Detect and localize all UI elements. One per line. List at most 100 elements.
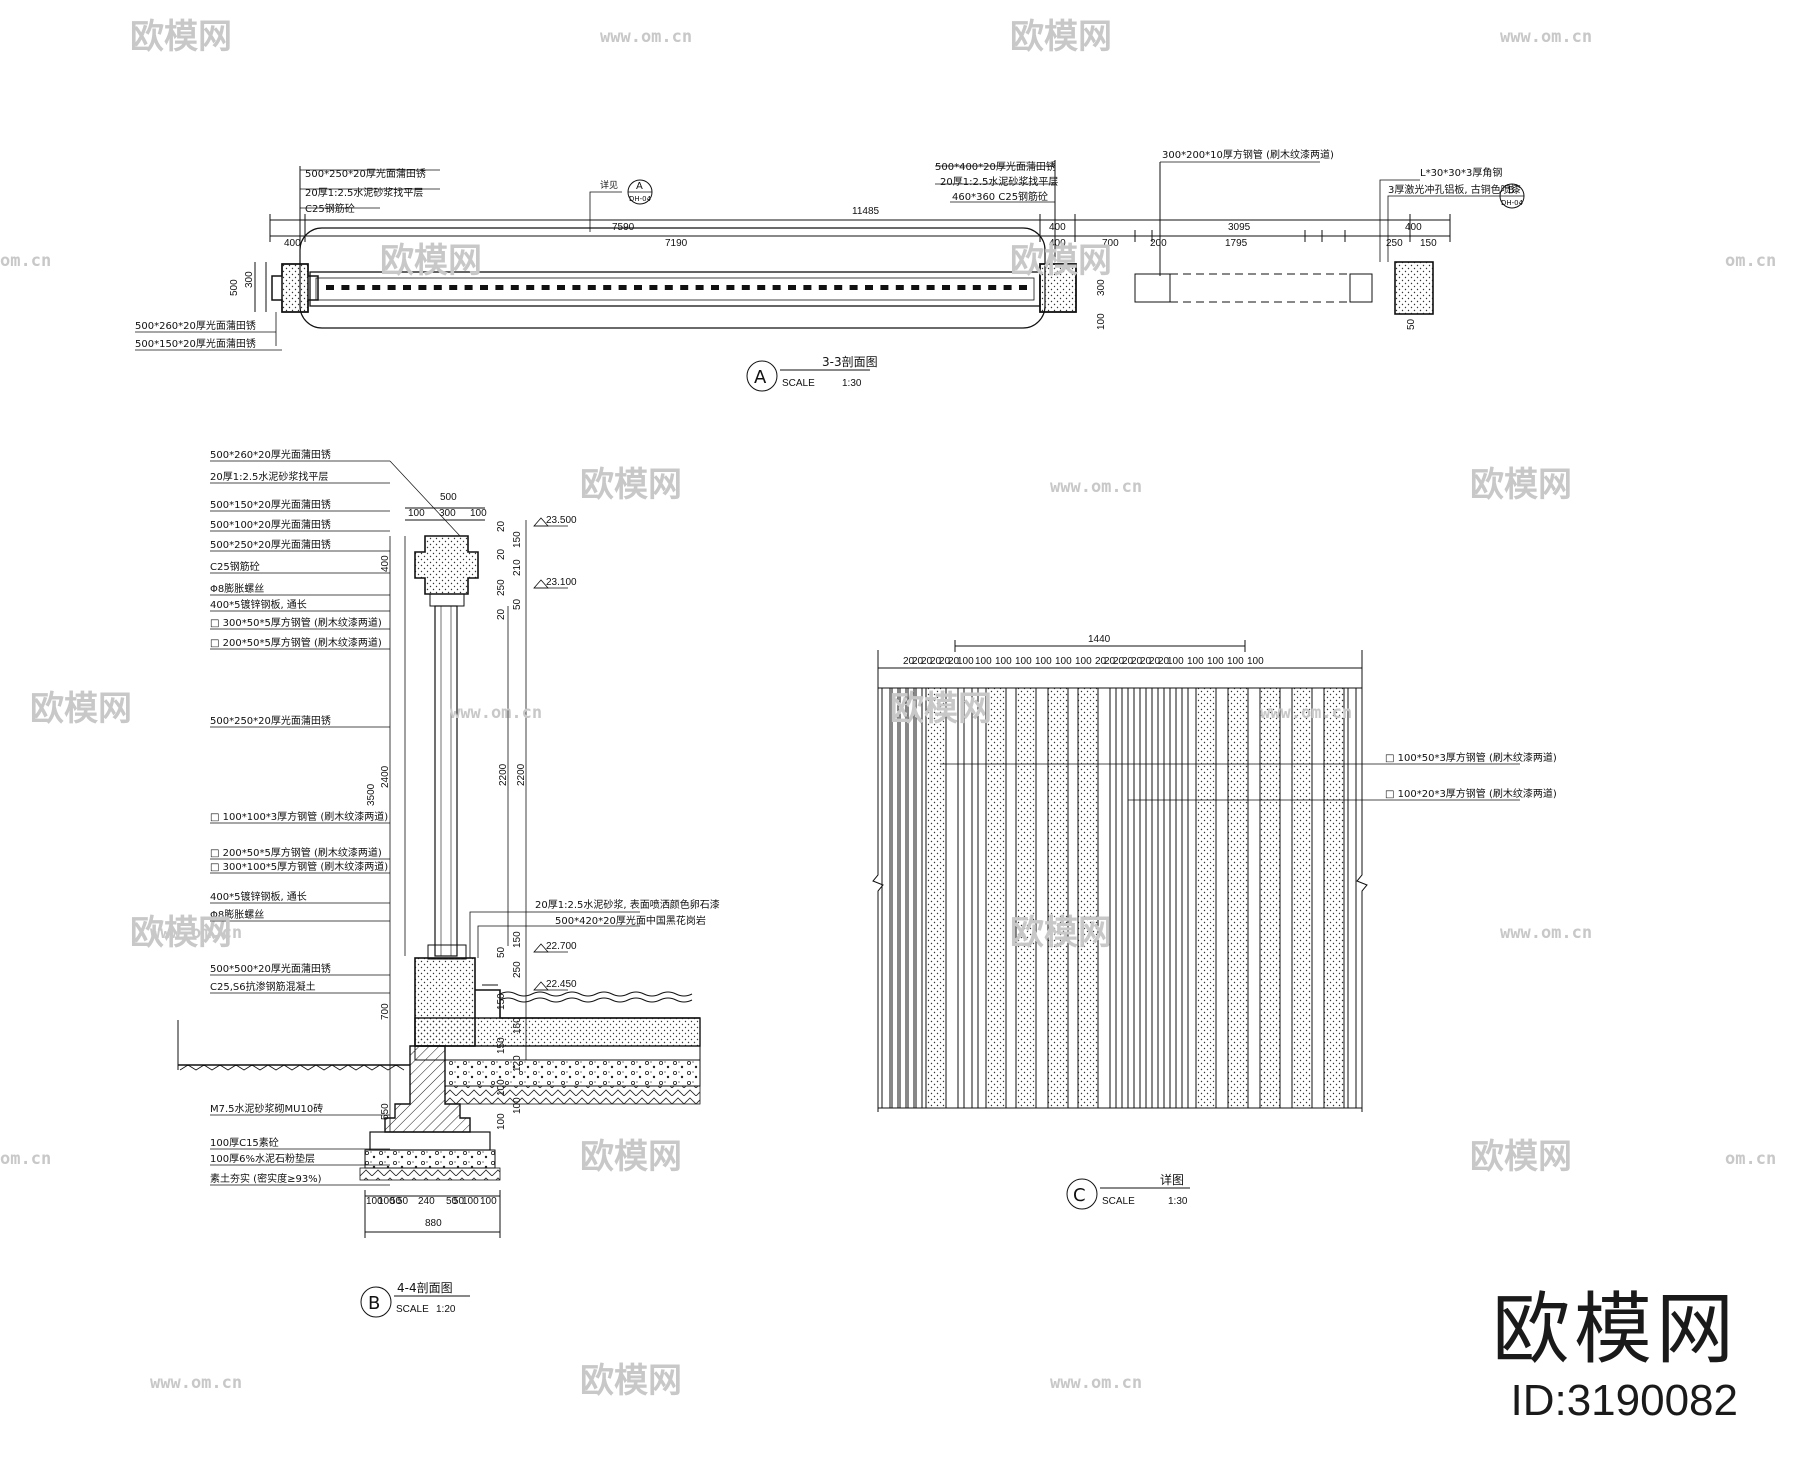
b-dim-top-100a: 100 xyxy=(408,508,425,519)
slat-tube xyxy=(1181,687,1189,1109)
callout-a-sheet: DH-04 xyxy=(629,195,652,203)
section-a-marker: A xyxy=(754,367,767,388)
perforation-slot xyxy=(926,285,935,290)
perforation-slot xyxy=(557,285,565,290)
b-label-9: □ 300*50*5厚方钢管 (刷木纹漆两道) xyxy=(210,616,382,629)
dim-400-mid2: 400 xyxy=(1049,238,1066,249)
slat-tube xyxy=(1169,687,1177,1109)
slat-tube xyxy=(915,687,923,1109)
c-dim-15: 20 xyxy=(1113,656,1125,667)
dim-400-left: 400 xyxy=(284,238,301,249)
c-dim-25: 100 xyxy=(1247,656,1264,667)
c-dim-12: 100 xyxy=(1075,656,1092,667)
callout-b-letter: B xyxy=(1508,185,1515,196)
c-dim-18: 20 xyxy=(1140,656,1152,667)
b-dim-right-6: 20 xyxy=(496,608,507,620)
perforation-slot xyxy=(803,285,812,290)
perforation-slot xyxy=(356,285,365,290)
c-dim-7: 100 xyxy=(975,656,992,667)
perforation-slot xyxy=(510,285,519,290)
slat-tube xyxy=(1291,687,1313,1109)
perforation-slot xyxy=(757,285,766,290)
b-dim-right-2: 20 xyxy=(496,548,507,560)
b-dim-550: 550 xyxy=(380,1103,391,1120)
perforation-slot xyxy=(664,285,673,290)
label-a-tube: 300*200*10厚方钢管 (刷木纹漆两道) xyxy=(1162,148,1334,161)
b-dim-right-8: 50 xyxy=(496,946,507,958)
b-label-6: C25钢筋砼 xyxy=(210,560,260,573)
c-dim-2: 20 xyxy=(921,656,933,667)
b-dim-right-1: 150 xyxy=(512,531,523,548)
perforation-slot xyxy=(711,285,719,290)
slat-tube xyxy=(1077,687,1099,1109)
slat-tube xyxy=(881,687,891,1109)
b-label-16: Φ8膨胀螺丝 xyxy=(210,908,264,921)
b-dim-2400: 2400 xyxy=(380,765,391,788)
slat-tube xyxy=(899,687,907,1109)
section-c-marker: C xyxy=(1073,1185,1086,1206)
label-a-right-1: L*30*30*3厚角钢 xyxy=(1420,166,1502,179)
b-label-13: □ 200*50*5厚方钢管 (刷木纹漆两道) xyxy=(210,846,382,859)
dim-side-500: 500 xyxy=(229,279,240,296)
perforation-slot xyxy=(618,285,627,290)
label-a-mid-1: 500*400*20厚光面蒲田锈 xyxy=(935,160,1056,173)
perforation-slot xyxy=(541,285,550,290)
perforation-slot xyxy=(433,285,442,290)
perforation-slot xyxy=(957,285,966,290)
b-label-18: C25,S6抗渗钢筋混凝土 xyxy=(210,980,316,993)
c-label-1: □ 100*50*3厚方钢管 (刷木纹漆两道) xyxy=(1385,751,1557,764)
label-a-1: 500*250*20厚光面蒲田锈 xyxy=(305,167,426,180)
dim-side-300: 300 xyxy=(244,271,255,288)
section-b-title: 4-4剖面图 xyxy=(397,1281,453,1295)
perforation-slot xyxy=(741,285,750,290)
b-label-17: 500*500*20厚光面蒲田锈 xyxy=(210,962,331,975)
dim-3095: 3095 xyxy=(1228,222,1251,233)
label-a-5: 500*150*20厚光面蒲田锈 xyxy=(135,337,256,350)
b-dim-bottom-8: 100 xyxy=(480,1196,497,1207)
b-dim-bottom-1: 100 xyxy=(378,1196,395,1207)
elevation-23.100: 23.100 xyxy=(546,577,577,588)
perforation-slot xyxy=(942,285,950,290)
section-b-marker: B xyxy=(368,1293,380,1314)
b-label-10: □ 200*50*5厚方钢管 (刷木纹漆两道) xyxy=(210,636,382,649)
asset-id: ID:3190082 xyxy=(1510,1376,1738,1425)
b-dim-bottom-4: 240 xyxy=(418,1196,435,1207)
perforation-slot xyxy=(895,285,904,290)
slat-tube xyxy=(1195,687,1217,1109)
perforation-slot xyxy=(603,285,612,290)
section-a-scale: 1:30 xyxy=(842,378,862,389)
perforation-slot xyxy=(818,285,827,290)
perforation-slot xyxy=(341,285,350,290)
perforation-slot xyxy=(911,285,920,290)
perforation-slot xyxy=(1003,285,1012,290)
dim-250: 250 xyxy=(1386,238,1403,249)
perforation-slot xyxy=(449,285,458,290)
b-label-20: 100厚C15素砼 xyxy=(210,1136,279,1149)
section-a: 11485 7590 7190 3095 1795 700 200 250 15… xyxy=(135,148,1525,392)
b-dim-right-13: 120 xyxy=(512,1055,523,1072)
section-b-scale-label: SCALE xyxy=(396,1304,429,1315)
slat-tube xyxy=(1157,687,1165,1109)
c-dim-20: 20 xyxy=(1158,656,1170,667)
b-label-15: 400*5镀锌钢板, 通长 xyxy=(210,890,307,903)
c-dim-4: 20 xyxy=(939,656,951,667)
b-dim-top-500: 500 xyxy=(440,492,457,503)
b-dim-bottom-5: 50 xyxy=(446,1196,458,1207)
callout-b-sheet: DH-04 xyxy=(1501,199,1524,207)
perforation-slot xyxy=(788,285,796,290)
slat-tube xyxy=(907,687,915,1109)
slat-tube xyxy=(891,687,899,1109)
perforation-slot xyxy=(880,285,889,290)
b-dim-right-5: 50 xyxy=(512,598,523,610)
b-dim-2200a: 2200 xyxy=(498,763,509,786)
b-label-right-2: 500*420*20厚光面中国黑花岗岩 xyxy=(555,914,706,927)
dim-400-right: 400 xyxy=(1405,222,1422,233)
section-a-title: 3-3剖面图 xyxy=(822,355,878,369)
b-dim-right-4: 250 xyxy=(496,579,507,596)
b-label-1: 500*260*20厚光面蒲田锈 xyxy=(210,448,331,461)
section-c-scale: 1:30 xyxy=(1168,1196,1188,1207)
c-dim-3: 20 xyxy=(930,656,942,667)
b-label-2: 20厚1:2.5水泥砂浆找平层 xyxy=(210,470,328,483)
c-dim-16: 20 xyxy=(1122,656,1134,667)
